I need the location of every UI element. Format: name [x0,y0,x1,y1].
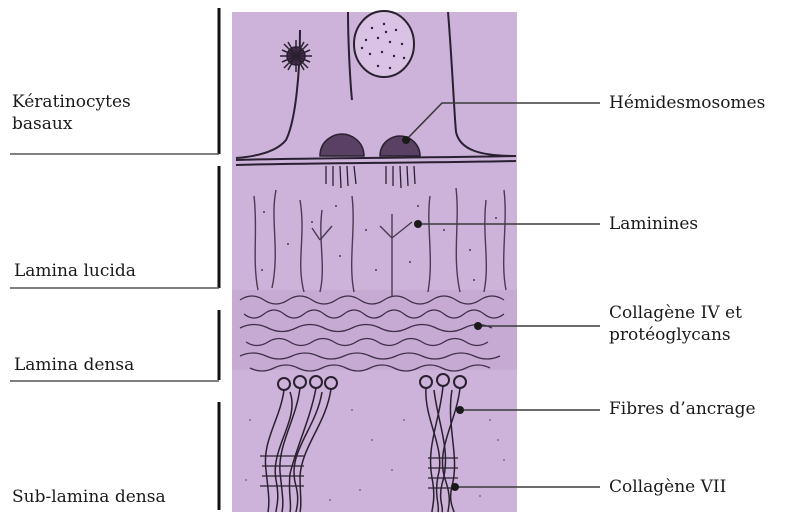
label-lamina-lucida: Lamina lucida [14,260,136,282]
label-line: basaux [12,113,131,135]
label-line: Hémidesmosomes [609,92,765,114]
label-sub-lamina-densa: Sub-lamina densa [12,486,166,508]
label-fibres-ancrage: Fibres d’ancrage [609,398,756,420]
label-collagene-iv: Collagène IV et protéoglycans [609,302,742,346]
label-lamina-densa: Lamina densa [14,354,134,376]
label-laminines: Laminines [609,213,698,235]
label-line: Lamina densa [14,354,134,376]
label-collagene-vii: Collagène VII [609,476,726,498]
label-hemidesmosomes: Hémidesmosomes [609,92,765,114]
label-line: Sub-lamina densa [12,486,166,508]
label-line: Kératinocytes [12,91,131,113]
nucleus [354,11,414,77]
label-line: Lamina lucida [14,260,136,282]
label-line: protéoglycans [609,324,742,346]
label-line: Laminines [609,213,698,235]
spiky-particle [280,40,312,72]
label-line: Collagène VII [609,476,726,498]
label-keratinocytes-basaux: Kératinocytes basaux [12,91,131,135]
label-line: Fibres d’ancrage [609,398,756,420]
label-line: Collagène IV et [609,302,742,324]
